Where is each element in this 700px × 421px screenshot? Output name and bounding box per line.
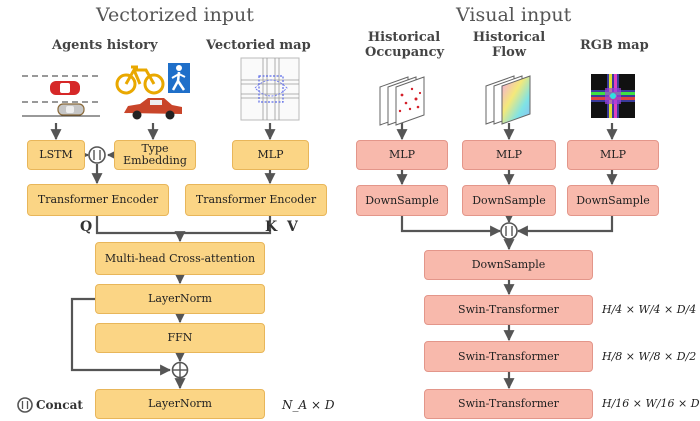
swin-transformer-box-1: Swin-Transformer — [424, 295, 593, 325]
swin-transformer-box-2: Swin-Transformer — [424, 341, 593, 372]
mlp-flow-box: MLP — [462, 140, 556, 170]
vectorized-input-title: Vectorized input — [96, 4, 254, 26]
historical-occupancy-title: Historical Occupancy — [365, 30, 445, 60]
type-embedding-box: Type Embedding — [114, 140, 196, 170]
car-lanes-icon — [22, 75, 100, 117]
road-map-icon — [240, 57, 300, 121]
k-label: K — [265, 219, 278, 235]
rgb-map-title: RGB map — [580, 38, 649, 53]
concat-legend-label: Concat — [36, 398, 83, 412]
output-dim-label: N_A × D — [282, 398, 335, 412]
agents-history-title: Agents history — [52, 38, 158, 53]
historical-flow-title: Historical Flow — [472, 30, 546, 60]
layernorm-box-2: LayerNorm — [95, 389, 265, 419]
swin-2-dim-label: H/8 × W/8 × D/2 — [602, 350, 697, 363]
occupancy-maps-icon — [379, 76, 425, 126]
ffn-box: FFN — [95, 323, 265, 353]
lstm-box: LSTM — [27, 140, 85, 170]
downsample-occupancy-box: DownSample — [356, 185, 448, 216]
downsample-rgb-box: DownSample — [567, 185, 659, 216]
transformer-encoder-map-box: Transformer Encoder — [185, 184, 327, 216]
swin-transformer-box-3: Swin-Transformer — [424, 389, 593, 419]
concat-icon — [500, 222, 518, 240]
rgb-map-icon — [591, 74, 635, 118]
layernorm-box-1: LayerNorm — [95, 284, 265, 314]
cross-attention-box: Multi-head Cross-attention — [95, 242, 265, 275]
transformer-encoder-agents-box: Transformer Encoder — [27, 184, 169, 216]
bicycle-icon — [115, 65, 165, 95]
vectoried-map-title: Vectoried map — [206, 38, 311, 53]
concat-icon — [17, 397, 33, 413]
mlp-map-box: MLP — [232, 140, 309, 170]
swin-1-dim-label: H/4 × W/4 × D/4 — [602, 303, 697, 316]
visual-input-title: Visual input — [456, 4, 572, 26]
mlp-rgb-box: MLP — [567, 140, 659, 170]
sedan-icon — [124, 98, 182, 120]
q-label: Q — [80, 219, 93, 235]
swin-3-dim-label: H/16 × W/16 × D — [602, 397, 700, 410]
v-label: V — [287, 219, 298, 235]
downsample-flow-box: DownSample — [462, 185, 556, 216]
mlp-occupancy-box: MLP — [356, 140, 448, 170]
downsample-merged-box: DownSample — [424, 250, 593, 280]
add-icon — [171, 361, 189, 379]
pedestrian-icon — [168, 63, 190, 93]
flow-maps-icon — [485, 75, 531, 125]
concat-icon — [88, 146, 106, 164]
